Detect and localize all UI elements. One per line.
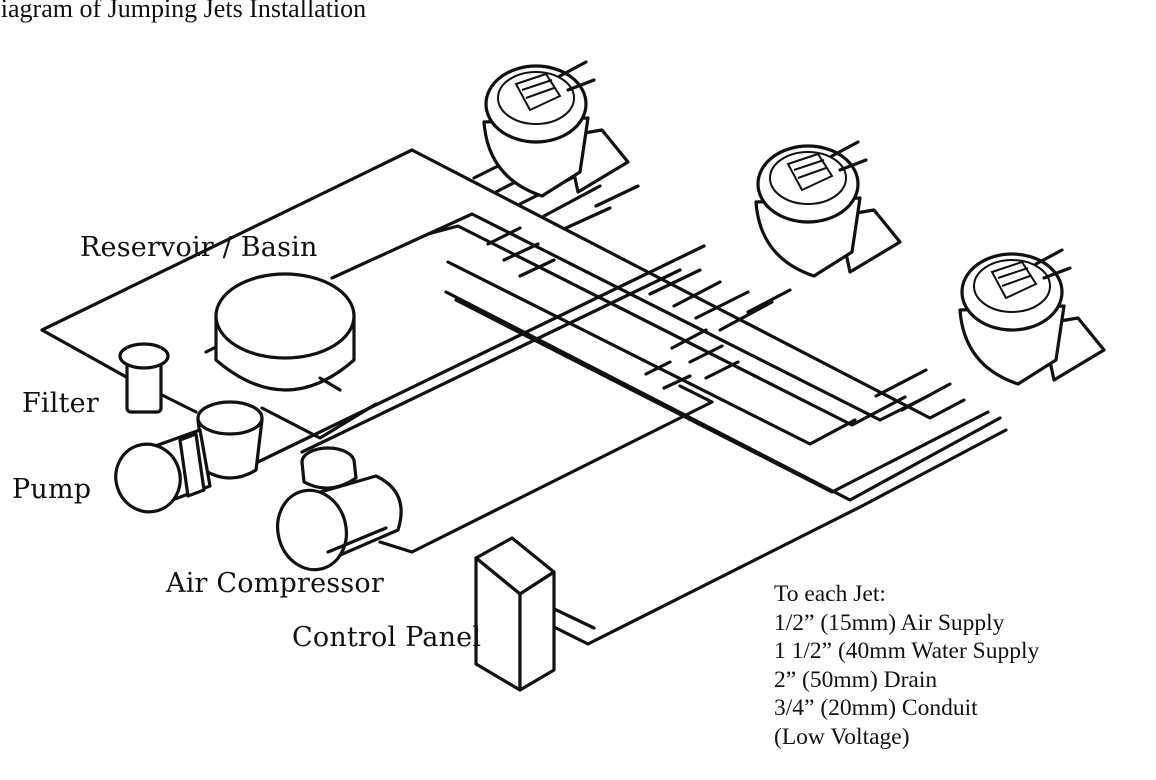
control-panel-shape (474, 536, 556, 692)
label-filter: Filter (22, 388, 99, 419)
pump-shape (114, 400, 264, 514)
pipe-main-5 (444, 290, 1002, 502)
label-pump: Pump (12, 474, 92, 505)
label-air-compressor: Air Compressor (166, 568, 384, 599)
legend-item-drain: 2” (50mm) Drain (774, 666, 938, 693)
label-control-panel: Control Panel (292, 622, 482, 653)
label-reservoir-basin: Reservoir / Basin (80, 232, 318, 263)
pipe-runs (40, 148, 1008, 646)
pipe-control-conduit-2 (546, 604, 596, 630)
jet-supply-legend: To each Jet: 1/2” (15mm) Air Supply 1 1/… (774, 580, 1039, 751)
air-compressor-shape (276, 446, 403, 572)
pipe-control-conduit (546, 428, 1008, 646)
legend-item-low-voltage: (Low Voltage) (774, 723, 910, 750)
pipe-main-6 (454, 298, 990, 494)
pipe-pump-run (256, 244, 706, 464)
reservoir-basin-shape (214, 272, 356, 392)
legend-item-water-supply: 1 1/2” (40mm Water Supply (774, 638, 1040, 664)
jumping-jet-2 (754, 140, 902, 278)
pipe-jet3-stubs (874, 368, 952, 412)
pipe-main-1 (410, 148, 966, 420)
filter-shape (118, 342, 170, 414)
legend-heading: To each Jet: (774, 581, 886, 607)
jumping-jet-1 (482, 60, 630, 198)
pipe-jet2-stubs (648, 268, 792, 332)
legend-item-air-supply: 1/2” (15mm) Air Supply (774, 609, 1005, 636)
pipe-main-3 (426, 224, 907, 427)
legend-item-conduit: 3/4” (20mm) Conduit (774, 695, 978, 721)
diagram-title: Diagram of Jumping Jets Installation (0, 0, 367, 23)
jumping-jet-3 (958, 248, 1106, 386)
pipe-basin-tee (260, 402, 378, 440)
pipe-filter-link (158, 392, 198, 414)
pipe-compressor-run (378, 384, 714, 554)
pipe-cross-stubs (486, 226, 740, 390)
